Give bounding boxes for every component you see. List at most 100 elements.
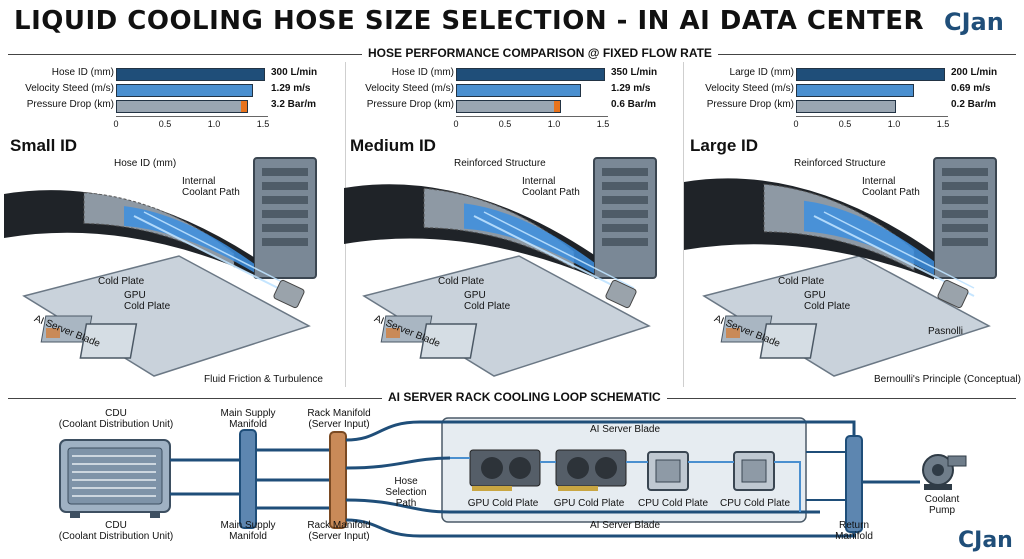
bar xyxy=(796,68,945,81)
main-supply-manifold xyxy=(239,429,257,529)
bar-label: Large ID (mm) xyxy=(729,67,794,78)
bar xyxy=(116,84,254,97)
panel-note-2: Pasnolli xyxy=(928,326,964,337)
bar-value: 350 L/min xyxy=(611,67,658,78)
axis-tick: 0.5 xyxy=(838,119,852,129)
bar-label: Pressure Drop (km) xyxy=(26,99,114,110)
axis-tick: 1.0 xyxy=(887,119,901,129)
hose-body xyxy=(344,184,635,297)
bar-label: Pressure Drop (km) xyxy=(706,99,794,110)
cooling-loop-schematic xyxy=(59,417,967,538)
return-manifold xyxy=(845,435,863,533)
brand-logo: CJan xyxy=(944,8,1004,36)
plate-label: CPU Cold Plate xyxy=(719,498,791,509)
bar-value: 300 L/min xyxy=(271,67,318,78)
axis-tick: 0.5 xyxy=(498,119,512,129)
callout-label: Reinforced Structure xyxy=(454,158,546,169)
axis-tick: 0 xyxy=(113,119,119,129)
plate-label: CPU Cold Plate xyxy=(637,498,709,509)
hose-fitting xyxy=(273,279,305,309)
bar-value: 200 L/min xyxy=(951,67,998,78)
axis-tick: 1.5 xyxy=(936,119,950,129)
bar xyxy=(116,68,265,81)
axis-tick: 1.5 xyxy=(596,119,610,129)
bar xyxy=(116,100,249,113)
callout-label: Internal Coolant Path xyxy=(182,176,240,198)
callout-label: GPU Cold Plate xyxy=(804,290,851,312)
callout-label: Cold Plate xyxy=(438,276,485,287)
rack-manifold-label-top: Rack Manifold (Server Input) xyxy=(307,408,371,430)
panel-title: Medium ID xyxy=(350,136,436,155)
plate-label: GPU Cold Plate xyxy=(553,498,625,509)
gpu-cold-plate-2 xyxy=(555,449,627,491)
callout-label: Internal Coolant Path xyxy=(862,176,920,198)
x-axis xyxy=(796,116,948,117)
hose-fitting xyxy=(605,279,637,309)
x-axis xyxy=(116,116,268,117)
hose-illustration xyxy=(684,157,997,377)
bar xyxy=(796,100,896,113)
bar-label: Velocity Steed (m/s) xyxy=(365,83,454,94)
cdu-label-bottom: CDU (Coolant Distribution Unit) xyxy=(58,520,174,542)
bar-value: 1.29 m/s xyxy=(271,83,311,94)
plate-label: GPU Cold Plate xyxy=(467,498,539,509)
comparison-section-title: HOSE PERFORMANCE COMPARISON @ FIXED FLOW… xyxy=(362,46,718,60)
hose-illustration xyxy=(344,157,657,377)
coolant-pump xyxy=(922,454,967,490)
rack-manifold xyxy=(329,431,347,529)
blade-label-top: AI Server Blade xyxy=(589,424,661,435)
panel-divider xyxy=(683,62,684,387)
cpu-cold-plate-2 xyxy=(733,451,775,491)
cdu-label-top: CDU (Coolant Distribution Unit) xyxy=(58,408,174,430)
cpu-cold-plate-1 xyxy=(647,451,689,491)
bar-value: 0.6 Bar/m xyxy=(611,99,657,110)
bar-highlight xyxy=(241,101,248,112)
bar xyxy=(456,100,561,113)
page-title: LIQUID COOLING HOSE SIZE SELECTION - IN … xyxy=(14,6,924,36)
axis-tick: 0.5 xyxy=(158,119,172,129)
bar-value: 1.29 m/s xyxy=(611,83,651,94)
bar xyxy=(456,68,605,81)
axis-tick: 0 xyxy=(793,119,799,129)
coolant-pump-label: Coolant Pump xyxy=(924,494,960,516)
bar-label: Pressure Drop (km) xyxy=(366,99,454,110)
bar-label: Hose ID (mm) xyxy=(391,67,454,78)
hose-body xyxy=(684,178,975,297)
axis-tick: 1.5 xyxy=(256,119,270,129)
bar-label: Velocity Steed (m/s) xyxy=(25,83,114,94)
bar-value: 3.2 Bar/m xyxy=(271,99,317,110)
panel-title: Small ID xyxy=(10,136,78,155)
bar-value: 0.69 m/s xyxy=(951,83,991,94)
axis-tick: 0 xyxy=(453,119,459,129)
schematic-section-title: AI SERVER RACK COOLING LOOP SCHEMATIC xyxy=(382,390,667,404)
main-supply-label-bottom: Main Supply Manifold xyxy=(220,520,276,542)
hose-selection-path-label: Hose Selection Path xyxy=(385,476,427,509)
callout-label: Hose ID (mm) xyxy=(114,158,177,169)
rack-manifold-label-bottom: Rack Manifold (Server Input) xyxy=(307,520,371,542)
return-manifold-label: Return Manifold xyxy=(835,520,873,542)
callout-label: Internal Coolant Path xyxy=(522,176,580,198)
hose-body xyxy=(4,190,295,297)
bar-highlight xyxy=(553,101,560,112)
callout-label: Reinforced Structure xyxy=(794,158,886,169)
callout-label: Cold Plate xyxy=(778,276,825,287)
cdu-unit xyxy=(59,439,171,518)
panel-title: Large ID xyxy=(690,136,759,155)
axis-tick: 1.0 xyxy=(547,119,561,129)
brand-logo-bottom: CJan xyxy=(958,528,1013,553)
callout-label: Cold Plate xyxy=(98,276,145,287)
hose-fitting xyxy=(937,279,969,309)
bar xyxy=(796,84,914,97)
panel-note: Bernoulli's Principle (Conceptual) xyxy=(874,374,1021,385)
panel-note: Fluid Friction & Turbulence xyxy=(204,374,323,385)
hose-illustration xyxy=(4,157,317,377)
x-axis xyxy=(456,116,608,117)
gpu-cold-plate-1 xyxy=(469,449,541,491)
bar xyxy=(456,84,581,97)
callout-label: GPU Cold Plate xyxy=(124,290,171,312)
callout-label: GPU Cold Plate xyxy=(464,290,511,312)
bar-label: Hose ID (mm) xyxy=(51,67,114,78)
